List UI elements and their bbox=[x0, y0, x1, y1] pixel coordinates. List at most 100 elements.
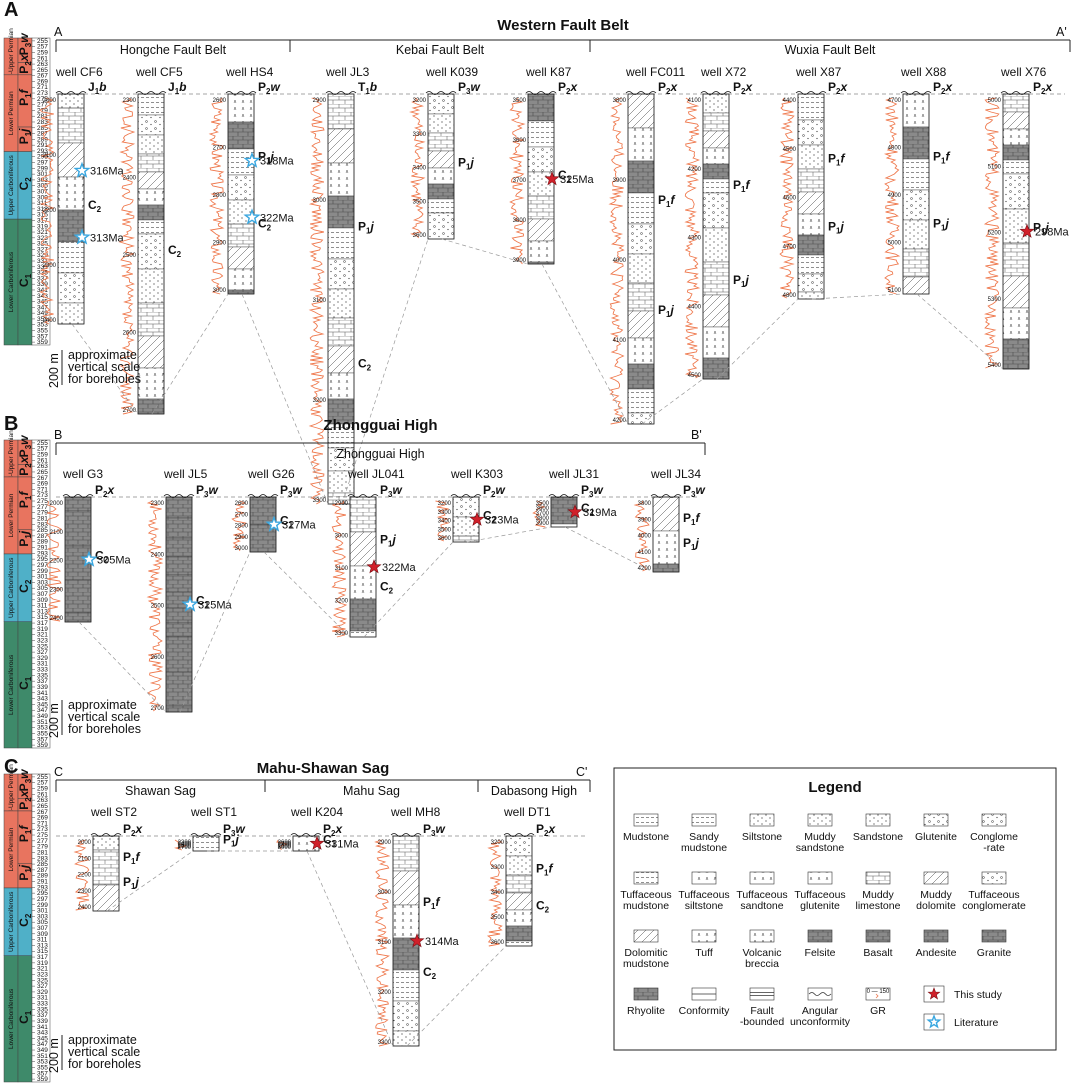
this-study-star-icon bbox=[409, 933, 425, 948]
unconformity-symbol bbox=[390, 833, 422, 837]
legend-label: Muddy bbox=[862, 889, 894, 901]
depth-label: 3000 bbox=[278, 845, 292, 851]
well-column bbox=[702, 93, 730, 380]
age-tick-label: 261 bbox=[37, 791, 48, 798]
legend-label: Muddy bbox=[804, 831, 836, 843]
lithology-interval bbox=[137, 93, 165, 116]
depth-label: 2600 bbox=[278, 840, 292, 846]
lithology-interval bbox=[165, 537, 193, 558]
lithology-interval bbox=[902, 158, 930, 191]
depth-label: 2300 bbox=[43, 263, 57, 269]
well-name: well CF5 bbox=[135, 65, 183, 79]
age-tick-label: 359 bbox=[37, 1076, 48, 1083]
period-label: Lower Carboniferous bbox=[8, 251, 15, 312]
panel-title: Mahu-Shawan Sag bbox=[257, 760, 390, 777]
well-column bbox=[902, 93, 930, 295]
depth-label: 4200 bbox=[613, 418, 627, 424]
age-tick-label: 331 bbox=[37, 995, 48, 1002]
depth-label: 4800 bbox=[888, 146, 902, 152]
age-tick-label: 277 bbox=[37, 838, 48, 845]
scale-text: vertical scale bbox=[68, 360, 140, 374]
panel-letter: B bbox=[4, 413, 18, 435]
lithology-interval bbox=[227, 289, 255, 295]
well-name: well K87 bbox=[525, 65, 572, 79]
gr-log-curve bbox=[409, 97, 426, 239]
stage-label: C2 bbox=[17, 913, 33, 927]
age-tick-label: 271 bbox=[37, 820, 48, 827]
age-tick-label: 293 bbox=[37, 148, 48, 155]
age-tick-label: 295 bbox=[37, 556, 48, 563]
age-tick-label: 259 bbox=[37, 452, 48, 459]
age-tick-label: 341 bbox=[37, 1024, 48, 1031]
unit-label: C2 bbox=[536, 898, 550, 914]
age-label: 323Ma bbox=[485, 515, 520, 527]
age-tick-label: 337 bbox=[37, 1012, 48, 1019]
age-tick-label: 345 bbox=[37, 1035, 48, 1042]
depth-label: 4100 bbox=[613, 338, 627, 344]
age-tick-label: 329 bbox=[37, 989, 48, 996]
unit-label: C1 bbox=[558, 168, 572, 184]
well-name: well G3 bbox=[62, 467, 103, 481]
legend-swatch bbox=[865, 813, 891, 827]
depth-label: 3500 bbox=[491, 915, 505, 921]
age-tick-label: 289 bbox=[37, 539, 48, 546]
legend-label: limestone bbox=[856, 900, 901, 912]
legend-swatch bbox=[749, 987, 775, 1001]
well-name: well X76 bbox=[1000, 65, 1047, 79]
depth-label: 2900 bbox=[278, 844, 292, 850]
lithology-interval bbox=[527, 240, 555, 263]
well-name: well JL041 bbox=[347, 467, 405, 481]
correlation-line bbox=[916, 293, 1004, 370]
scale-text: for boreholes bbox=[68, 1057, 141, 1071]
unit-label: C2 bbox=[358, 356, 372, 372]
age-tick-label: 331 bbox=[37, 258, 48, 265]
unconformity-symbol bbox=[190, 833, 222, 837]
legend-swatch bbox=[749, 813, 775, 827]
correlation-line bbox=[811, 293, 904, 300]
age-tick-label: 315 bbox=[37, 948, 48, 955]
scale-value: 200 m bbox=[47, 353, 61, 388]
depth-label: 3700 bbox=[536, 511, 550, 517]
well-column bbox=[327, 93, 355, 505]
unit-label: C2 bbox=[168, 243, 182, 259]
lithology-interval bbox=[1002, 173, 1030, 210]
well-log: well JL04129003000310032003300P3wP1jC232… bbox=[331, 467, 417, 638]
stage-label: P3w bbox=[17, 769, 33, 791]
stage-label: C2 bbox=[17, 177, 33, 191]
top-unit-label: P2x bbox=[95, 483, 115, 499]
age-label: 325Ma bbox=[560, 174, 595, 186]
well-column bbox=[652, 496, 680, 573]
unit-label: P1j bbox=[733, 273, 749, 289]
lithology-interval bbox=[165, 574, 193, 593]
this-study-star-icon bbox=[366, 559, 382, 574]
legend-label: Glutenite bbox=[915, 831, 957, 843]
legend-swatch bbox=[807, 871, 833, 885]
age-tick-label: 295 bbox=[37, 154, 48, 161]
legend-swatch bbox=[633, 987, 659, 1001]
period-label: Lower Permian bbox=[8, 827, 15, 871]
unit-label: C2 bbox=[88, 198, 102, 214]
well-name: well CF6 bbox=[55, 65, 103, 79]
age-tick-label: 283 bbox=[37, 521, 48, 528]
depth-label: 3300 bbox=[491, 865, 505, 871]
well-name: well JL5 bbox=[163, 467, 208, 481]
depth-label: 5200 bbox=[988, 231, 1002, 237]
depth-label: 3700 bbox=[513, 178, 527, 184]
age-tick-label: 355 bbox=[37, 730, 48, 737]
age-tick-label: 327 bbox=[37, 649, 48, 656]
age-tick-label: 317 bbox=[37, 217, 48, 224]
age-tick-label: 329 bbox=[37, 252, 48, 259]
age-tick-label: 291 bbox=[37, 545, 48, 552]
top-unit-label: P2x bbox=[1033, 80, 1053, 96]
lithology-interval bbox=[427, 93, 455, 115]
age-tick-label: 275 bbox=[37, 498, 48, 505]
age-tick-label: 333 bbox=[37, 667, 48, 674]
depth-label: 2700 bbox=[213, 146, 227, 152]
depth-label: 4800 bbox=[783, 293, 797, 299]
